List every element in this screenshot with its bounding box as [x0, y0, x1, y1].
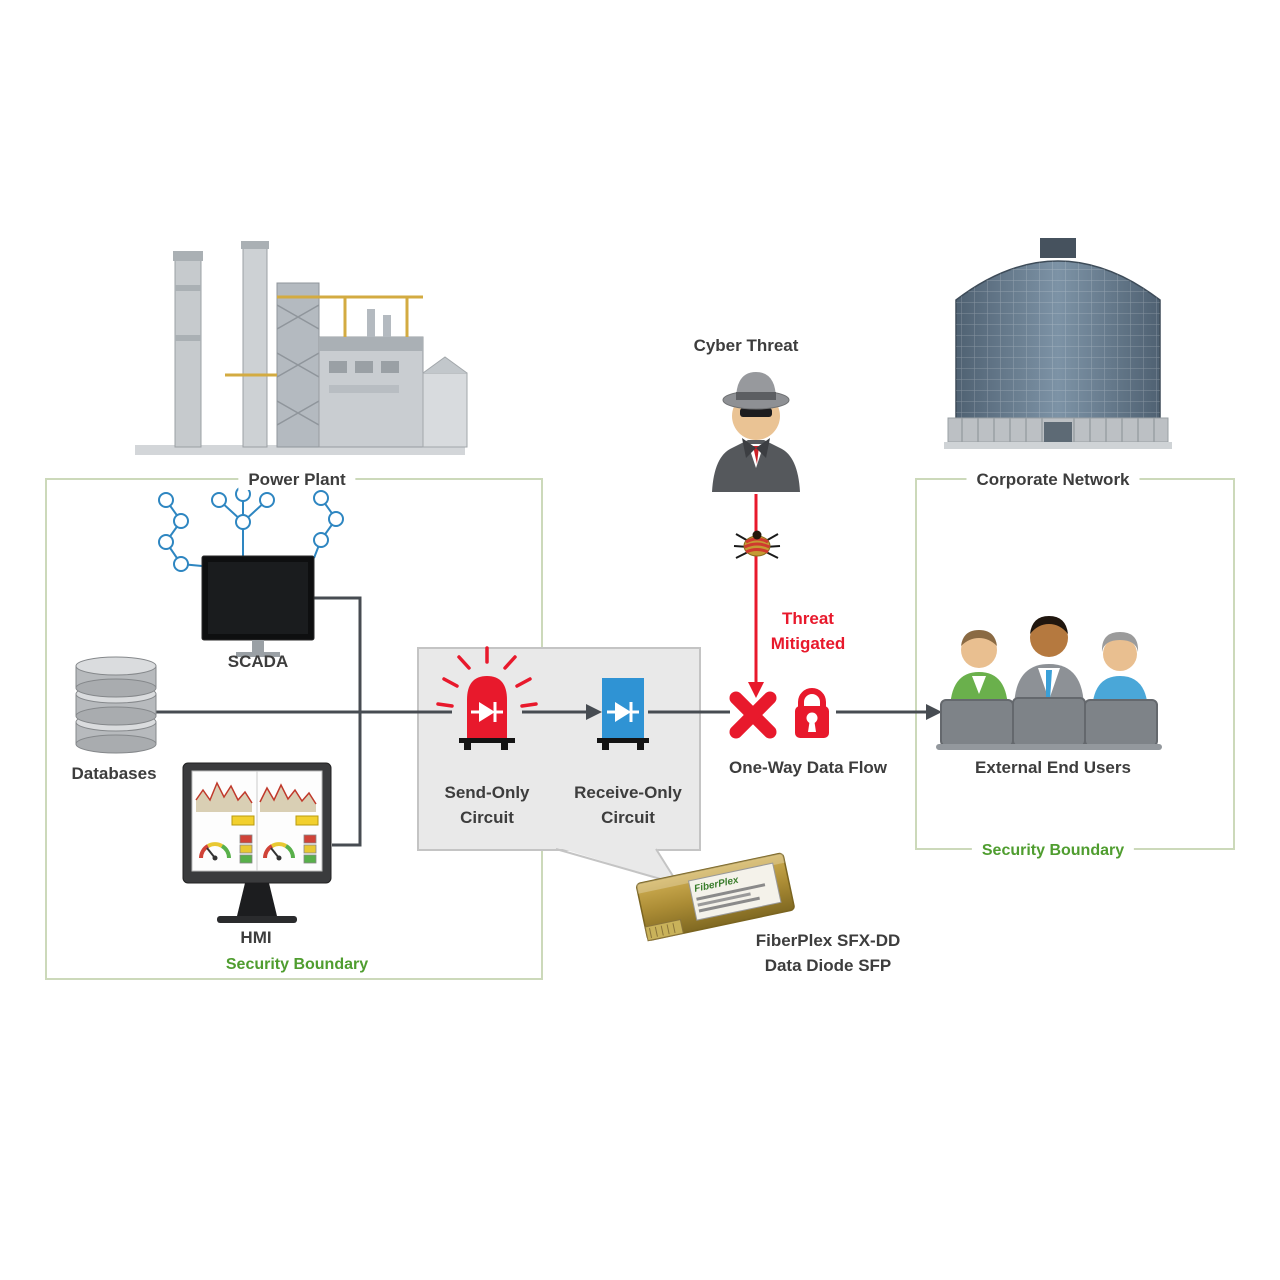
receive-only-line2: Circuit	[601, 808, 655, 827]
scada-icon	[158, 486, 344, 657]
corporate-network-label: Corporate Network	[966, 470, 1140, 490]
threat-arrow	[748, 494, 764, 698]
threat-mitigated-line1: Threat	[782, 609, 834, 628]
corporate-building-illustration	[944, 238, 1172, 449]
spy-icon	[712, 372, 800, 492]
databases-icon	[75, 656, 157, 754]
sfp-module-illustration: FiberPlex	[635, 852, 795, 942]
external-users-illustration	[936, 616, 1162, 750]
arrowhead-mid	[586, 704, 602, 720]
hmi-gauge-right	[263, 842, 295, 861]
lock-icon	[795, 688, 829, 738]
databases-label: Databases	[71, 764, 157, 783]
send-only-circuit-label: Send-Only Circuit	[444, 780, 529, 830]
scada-network-links	[164, 494, 338, 567]
send-only-circuit-icon	[436, 646, 538, 750]
receive-only-circuit-label: Receive-Only Circuit	[574, 780, 682, 830]
data-flow-lines	[155, 596, 926, 847]
arrowhead-to-users	[926, 704, 942, 720]
sfp-label: FiberPlex SFX-DD Data Diode SFP	[756, 928, 901, 978]
cyber-threat-label: Cyber Threat	[693, 336, 799, 355]
scada-network-nodes	[158, 486, 344, 572]
receive-only-circuit-icon	[597, 678, 649, 750]
threat-mitigated-line2: Mitigated	[770, 634, 846, 653]
sfp-label-line1: FiberPlex SFX-DD	[755, 931, 901, 950]
hmi-icon	[182, 762, 332, 923]
sfp-label-line2: Data Diode SFP	[764, 956, 892, 975]
one-way-data-flow-label: One-Way Data Flow	[728, 758, 888, 777]
threat-mitigated-label: Threat Mitigated	[771, 606, 846, 656]
external-end-users-label: External End Users	[975, 758, 1131, 777]
data-diode-callout-box	[417, 647, 701, 885]
threat-blocked-x-icon	[729, 691, 777, 739]
hmi-label: HMI	[240, 928, 272, 947]
scada-label: SCADA	[227, 652, 289, 671]
hmi-gauge-left	[199, 842, 231, 861]
laptops	[940, 697, 1158, 747]
security-boundary-right-label: Security Boundary	[971, 842, 1135, 860]
hmi-bar-meters	[239, 834, 317, 864]
bug-icon	[733, 530, 781, 559]
power-plant-illustration	[135, 241, 468, 455]
send-only-line2: Circuit	[460, 808, 514, 827]
power-plant-label: Power Plant	[238, 470, 356, 490]
security-boundary-left-label: Security Boundary	[225, 956, 369, 973]
send-only-line1: Send-Only	[444, 783, 530, 802]
receive-only-line1: Receive-Only	[574, 783, 682, 802]
